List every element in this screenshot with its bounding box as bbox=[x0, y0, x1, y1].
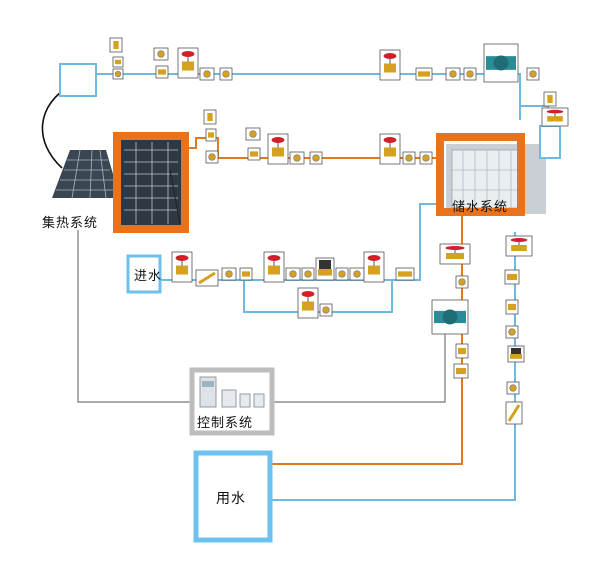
pipe-coupling-icon bbox=[112, 68, 124, 80]
pipe-coupling-icon bbox=[289, 151, 305, 165]
pipe-coupling-icon bbox=[419, 151, 433, 165]
vent-blue-box bbox=[59, 63, 97, 97]
gate-valve-icon bbox=[505, 235, 533, 257]
pipe-coupling-icon bbox=[199, 67, 215, 81]
union-fitting-icon bbox=[395, 267, 415, 281]
signal-wires bbox=[77, 230, 446, 403]
water-pump-icon bbox=[431, 299, 469, 335]
y-strainer-icon bbox=[505, 401, 523, 425]
solar-collector-panel bbox=[120, 140, 182, 226]
pipe-coupling-icon bbox=[526, 67, 540, 81]
pipe-coupling-icon bbox=[506, 381, 520, 395]
union-fitting-icon bbox=[453, 363, 469, 379]
control-system-label: 控制系统 bbox=[197, 416, 254, 431]
pipe-coupling-icon bbox=[319, 303, 333, 317]
storage-tank bbox=[446, 144, 546, 214]
y-strainer-icon bbox=[195, 269, 219, 287]
storage-orange-frame bbox=[436, 133, 525, 216]
pipe-coupling-icon bbox=[245, 127, 261, 141]
solar-collector-panel-left bbox=[52, 149, 120, 199]
pipe-coupling-icon bbox=[455, 275, 469, 289]
union-fitting-icon bbox=[155, 65, 169, 79]
inlet-label: 进水 bbox=[134, 269, 163, 284]
gate-valve-icon bbox=[439, 243, 471, 265]
pipe-coupling-icon bbox=[505, 325, 519, 339]
gate-valve-icon bbox=[379, 133, 401, 165]
union-fitting-icon bbox=[247, 147, 261, 161]
collector-system-label: 集热系统 bbox=[42, 216, 99, 231]
usage-label: 用水 bbox=[216, 491, 246, 507]
water-pump-icon bbox=[483, 43, 519, 83]
air-vent-valve-icon bbox=[543, 91, 557, 107]
control-cabinet-icon bbox=[199, 376, 265, 408]
union-fitting-icon bbox=[112, 56, 124, 68]
union-fitting-icon bbox=[504, 269, 520, 285]
union-fitting-icon bbox=[455, 343, 469, 359]
gate-valve-icon bbox=[263, 251, 285, 283]
union-fitting-icon bbox=[505, 299, 519, 315]
pipe-coupling-icon bbox=[219, 67, 233, 81]
gate-valve-icon bbox=[267, 133, 289, 165]
air-vent-valve-icon bbox=[203, 109, 217, 125]
storage-side-box bbox=[539, 125, 561, 159]
pipe-coupling-icon bbox=[445, 67, 461, 81]
pipe-coupling-icon bbox=[153, 47, 169, 61]
gate-valve-icon bbox=[541, 107, 569, 127]
pipe-coupling-icon bbox=[463, 67, 477, 81]
pipe-coupling-icon bbox=[402, 151, 416, 165]
pipe-coupling-icon bbox=[301, 267, 315, 281]
union-fitting-icon bbox=[239, 267, 253, 281]
pipe-coupling-icon bbox=[205, 150, 219, 164]
pipe-coupling-icon bbox=[221, 267, 237, 281]
inlet-blue-frame bbox=[126, 254, 162, 294]
solenoid-valve-icon bbox=[507, 345, 525, 363]
gate-valve-icon bbox=[177, 47, 199, 79]
gate-valve-icon bbox=[171, 251, 193, 283]
gate-valve-icon bbox=[379, 49, 401, 81]
pipe-coupling-icon bbox=[285, 267, 301, 281]
union-fitting-icon bbox=[205, 128, 217, 142]
collector-orange-frame bbox=[113, 132, 189, 233]
union-fitting-icon bbox=[415, 67, 433, 81]
pipe-coupling-icon bbox=[349, 267, 365, 281]
solenoid-valve-icon bbox=[315, 257, 335, 281]
gate-valve-icon bbox=[297, 287, 319, 319]
storage-system-label: 储水系统 bbox=[452, 200, 509, 215]
air-vent-valve-icon bbox=[109, 37, 123, 53]
gate-valve-icon bbox=[363, 251, 385, 283]
pipe-coupling-icon bbox=[335, 267, 349, 281]
usage-blue-frame bbox=[193, 450, 273, 543]
pipe-coupling-icon bbox=[309, 151, 323, 165]
